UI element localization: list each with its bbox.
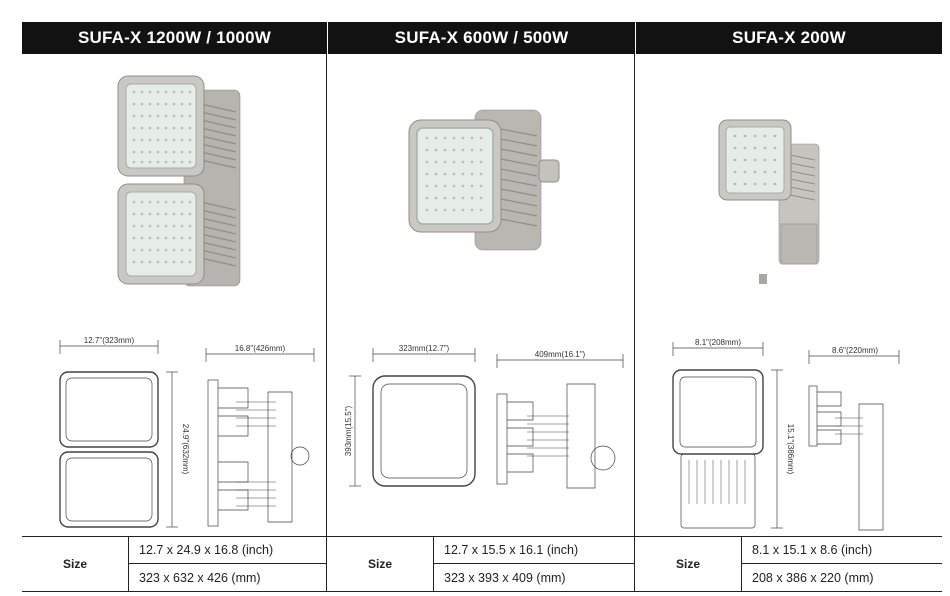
size-inch: 8.1 x 15.1 x 8.6 (inch) bbox=[742, 537, 942, 564]
size-spec-row: Size 12.7 x 24.9 x 16.8 (inch) 323 x 632… bbox=[22, 536, 327, 592]
size-spec-row: Size 12.7 x 15.5 x 16.1 (inch) 323 x 393… bbox=[327, 536, 635, 592]
dim-width-label: 8.1"(208mm) bbox=[695, 338, 741, 347]
size-mm: 323 x 632 x 426 (mm) bbox=[139, 570, 261, 585]
size-values: 8.1 x 15.1 x 8.6 (inch) 208 x 386 x 220 … bbox=[741, 537, 942, 591]
product-photo-200w bbox=[718, 119, 820, 284]
column-1200w: SUFA-X 1200W / 1000W bbox=[22, 22, 327, 592]
size-mm: 323 x 393 x 409 (mm) bbox=[444, 570, 566, 585]
column-divider bbox=[634, 54, 635, 536]
size-inch: 12.7 x 24.9 x 16.8 (inch) bbox=[129, 537, 326, 564]
product-spec-sheet: SUFA-X 1200W / 1000W bbox=[22, 22, 942, 592]
product-photo-600w bbox=[408, 109, 560, 251]
dimension-drawing-200w: 8.1"(208mm) 8.6"(220mm) 15.1"(386mm) bbox=[672, 338, 900, 531]
dim-width-label: 323mm(12.7") bbox=[399, 344, 450, 353]
column-200w: SUFA-X 200W bbox=[635, 22, 942, 592]
dimension-drawing-600w: 323mm(12.7") 409mm(16.1") 393mm(15.5") bbox=[344, 344, 624, 489]
column-divider bbox=[326, 54, 327, 536]
dim-depth-label: 8.6"(220mm) bbox=[832, 346, 878, 355]
size-label: Size bbox=[62, 557, 87, 571]
size-label: Size bbox=[367, 557, 392, 571]
size-spec-row: Size 8.1 x 15.1 x 8.6 (inch) 208 x 386 x… bbox=[635, 536, 942, 592]
dimension-drawing-1200w: 12.7"(323mm) 16.8"(426mm) 24.9"(632mm) bbox=[59, 336, 315, 528]
size-label: Size bbox=[675, 557, 700, 571]
size-inch: 12.7 x 15.5 x 16.1 (inch) bbox=[434, 537, 634, 564]
size-values: 12.7 x 15.5 x 16.1 (inch) 323 x 393 x 40… bbox=[433, 537, 634, 591]
product-photo-1200w bbox=[117, 75, 241, 287]
dim-height-label: 15.1"(386mm) bbox=[786, 424, 795, 475]
column-body: 323mm(12.7") 409mm(16.1") 393mm(15.5") bbox=[327, 54, 635, 536]
column-600w: SUFA-X 600W / 500W bbox=[327, 22, 635, 592]
dim-depth-label: 16.8"(426mm) bbox=[235, 344, 286, 353]
dim-depth-label: 409mm(16.1") bbox=[535, 350, 586, 359]
column-header: SUFA-X 200W bbox=[635, 22, 942, 54]
dim-height-label: 24.9"(632mm) bbox=[181, 424, 190, 475]
size-mm: 208 x 386 x 220 (mm) bbox=[752, 570, 874, 585]
column-header: SUFA-X 1200W / 1000W bbox=[22, 22, 327, 54]
size-values: 12.7 x 24.9 x 16.8 (inch) 323 x 632 x 42… bbox=[128, 537, 326, 591]
column-header: SUFA-X 600W / 500W bbox=[327, 22, 635, 54]
column-body: 8.1"(208mm) 8.6"(220mm) 15.1"(386mm) bbox=[635, 54, 942, 536]
dim-width-label: 12.7"(323mm) bbox=[84, 336, 135, 345]
column-body: 12.7"(323mm) 16.8"(426mm) 24.9"(632mm) bbox=[22, 54, 327, 536]
dim-height-label: 393mm(15.5") bbox=[344, 405, 353, 456]
